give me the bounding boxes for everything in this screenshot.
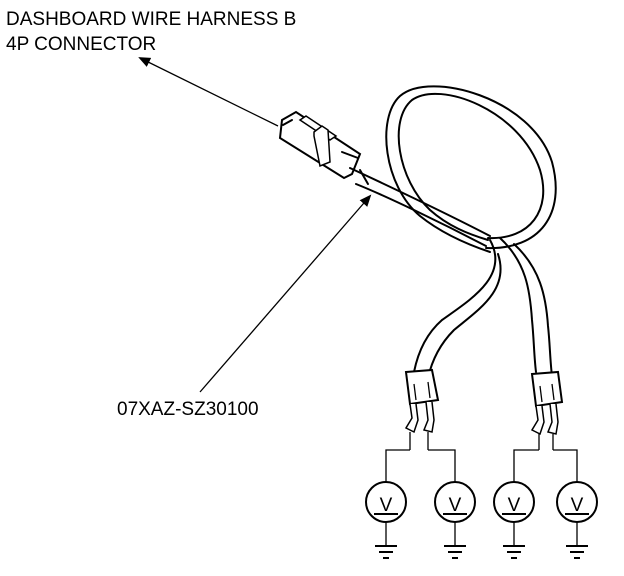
tool-leader-arrow	[199, 194, 372, 393]
voltmeter-1-symbol: V	[380, 495, 393, 516]
meter-branch-wires	[385, 449, 578, 482]
voltmeter-2: V	[434, 481, 476, 523]
ground-symbol-2	[444, 522, 466, 559]
tool-part-number-label: 07XAZ-SZ30100	[117, 399, 259, 420]
connector-label-line1: DASHBOARD WIRE HARNESS B	[6, 9, 296, 30]
voltmeter-1: V	[365, 481, 407, 523]
connector-leader-arrow	[138, 57, 279, 127]
voltmeter-3: V	[493, 481, 535, 523]
ground-symbol-1	[375, 522, 397, 559]
ground-symbol-4	[566, 522, 588, 559]
ground-symbol-3	[503, 522, 525, 559]
connector-label-line2: 4P CONNECTOR	[6, 34, 156, 55]
voltmeter-4-symbol: V	[571, 495, 584, 516]
voltmeter-4: V	[556, 481, 598, 523]
harness-cable	[349, 85, 557, 379]
voltmeter-2-symbol: V	[449, 495, 462, 516]
left-probe-plug	[404, 368, 440, 450]
right-probe-plug	[530, 370, 564, 450]
4p-connector	[278, 110, 362, 180]
voltmeter-3-symbol: V	[508, 495, 521, 516]
